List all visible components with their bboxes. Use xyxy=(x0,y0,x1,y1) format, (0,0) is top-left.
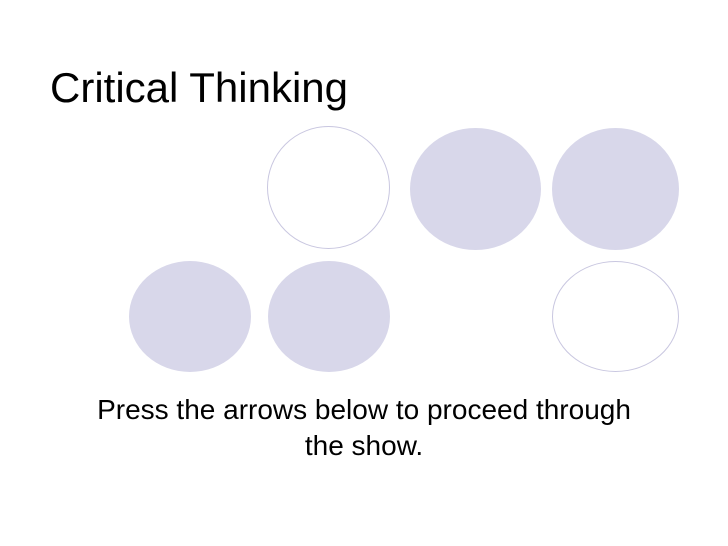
decorative-circle-filled xyxy=(552,128,679,250)
decorative-circle-outlined xyxy=(267,126,390,249)
decorative-circle-filled xyxy=(268,261,390,372)
decorative-circle-filled xyxy=(410,128,541,250)
decorative-circle-filled xyxy=(129,261,251,372)
decorative-circle-outlined xyxy=(552,261,679,372)
slide-body-text: Press the arrows below to proceed throug… xyxy=(97,394,631,461)
slide-title: Critical Thinking xyxy=(50,64,348,111)
